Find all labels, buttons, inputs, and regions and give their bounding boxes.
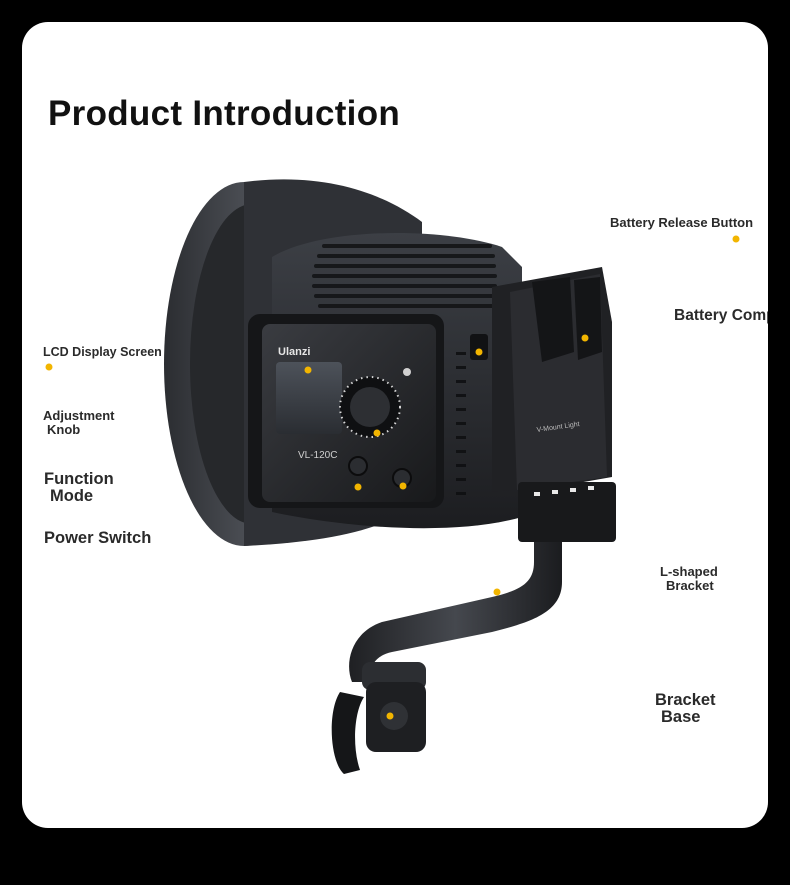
adjustment-knob (350, 387, 390, 427)
battery-release-dot (732, 235, 740, 243)
label-bracket-base: Bracket Base (655, 691, 716, 727)
label-l-shaped-bracket-line2: Bracket (666, 577, 714, 593)
label-function-mode-line1: Function (44, 470, 114, 488)
adjustment-knob-dot (373, 429, 381, 437)
label-power-switch: Power Switch (44, 529, 152, 547)
callout-lines (42, 243, 746, 717)
product-illustration: Ulanzi VL-120C V-Mount Light (42, 179, 746, 774)
lcd-screen-dot (304, 366, 312, 374)
page-title: Product Introduction (48, 94, 401, 133)
bracket-base-dot (386, 712, 394, 720)
label-l-shaped-bracket-line1: L-shaped (660, 564, 718, 579)
l-bracket (349, 542, 562, 682)
label-adjustment-knob: Adjustment Knob (43, 409, 115, 436)
l-bracket-dot (493, 588, 501, 596)
label-adjustment-knob-line2: Knob (47, 421, 81, 437)
control-panel: Ulanzi VL-120C (248, 314, 444, 508)
lcd-screen (276, 362, 342, 434)
power-switch-dot (399, 482, 407, 490)
callout-dots (45, 235, 740, 720)
label-battery-release-button: Battery Release Button (610, 215, 754, 230)
lcd-left-dot (45, 363, 53, 371)
battery-plate: V-Mount Light (470, 267, 616, 542)
label-lcd-display-screen: LCD Display Screen (43, 345, 162, 359)
label-bracket-base-line2: Base (661, 708, 701, 727)
label-adjustment-knob-line1: Adjustment (43, 408, 115, 423)
product-card: Product Introduction (22, 22, 768, 828)
brand-logo-text: Ulanzi (278, 346, 310, 358)
label-bracket-base-line1: Bracket (655, 691, 716, 709)
function-mode-dot (354, 483, 362, 491)
label-function-mode-line2: Mode (50, 487, 94, 506)
battery-release-button (470, 334, 488, 360)
battery-compartment-dot (581, 334, 589, 342)
bracket-base (331, 662, 426, 774)
battery-contacts-block (518, 482, 616, 542)
battery-release-point-dot (475, 348, 483, 356)
model-text: VL-120C (298, 450, 337, 461)
label-function-mode: Function Mode (44, 470, 114, 506)
label-l-shaped-bracket: L-shaped Bracket (660, 565, 718, 592)
label-battery-compartment: Battery Comp (674, 307, 768, 324)
